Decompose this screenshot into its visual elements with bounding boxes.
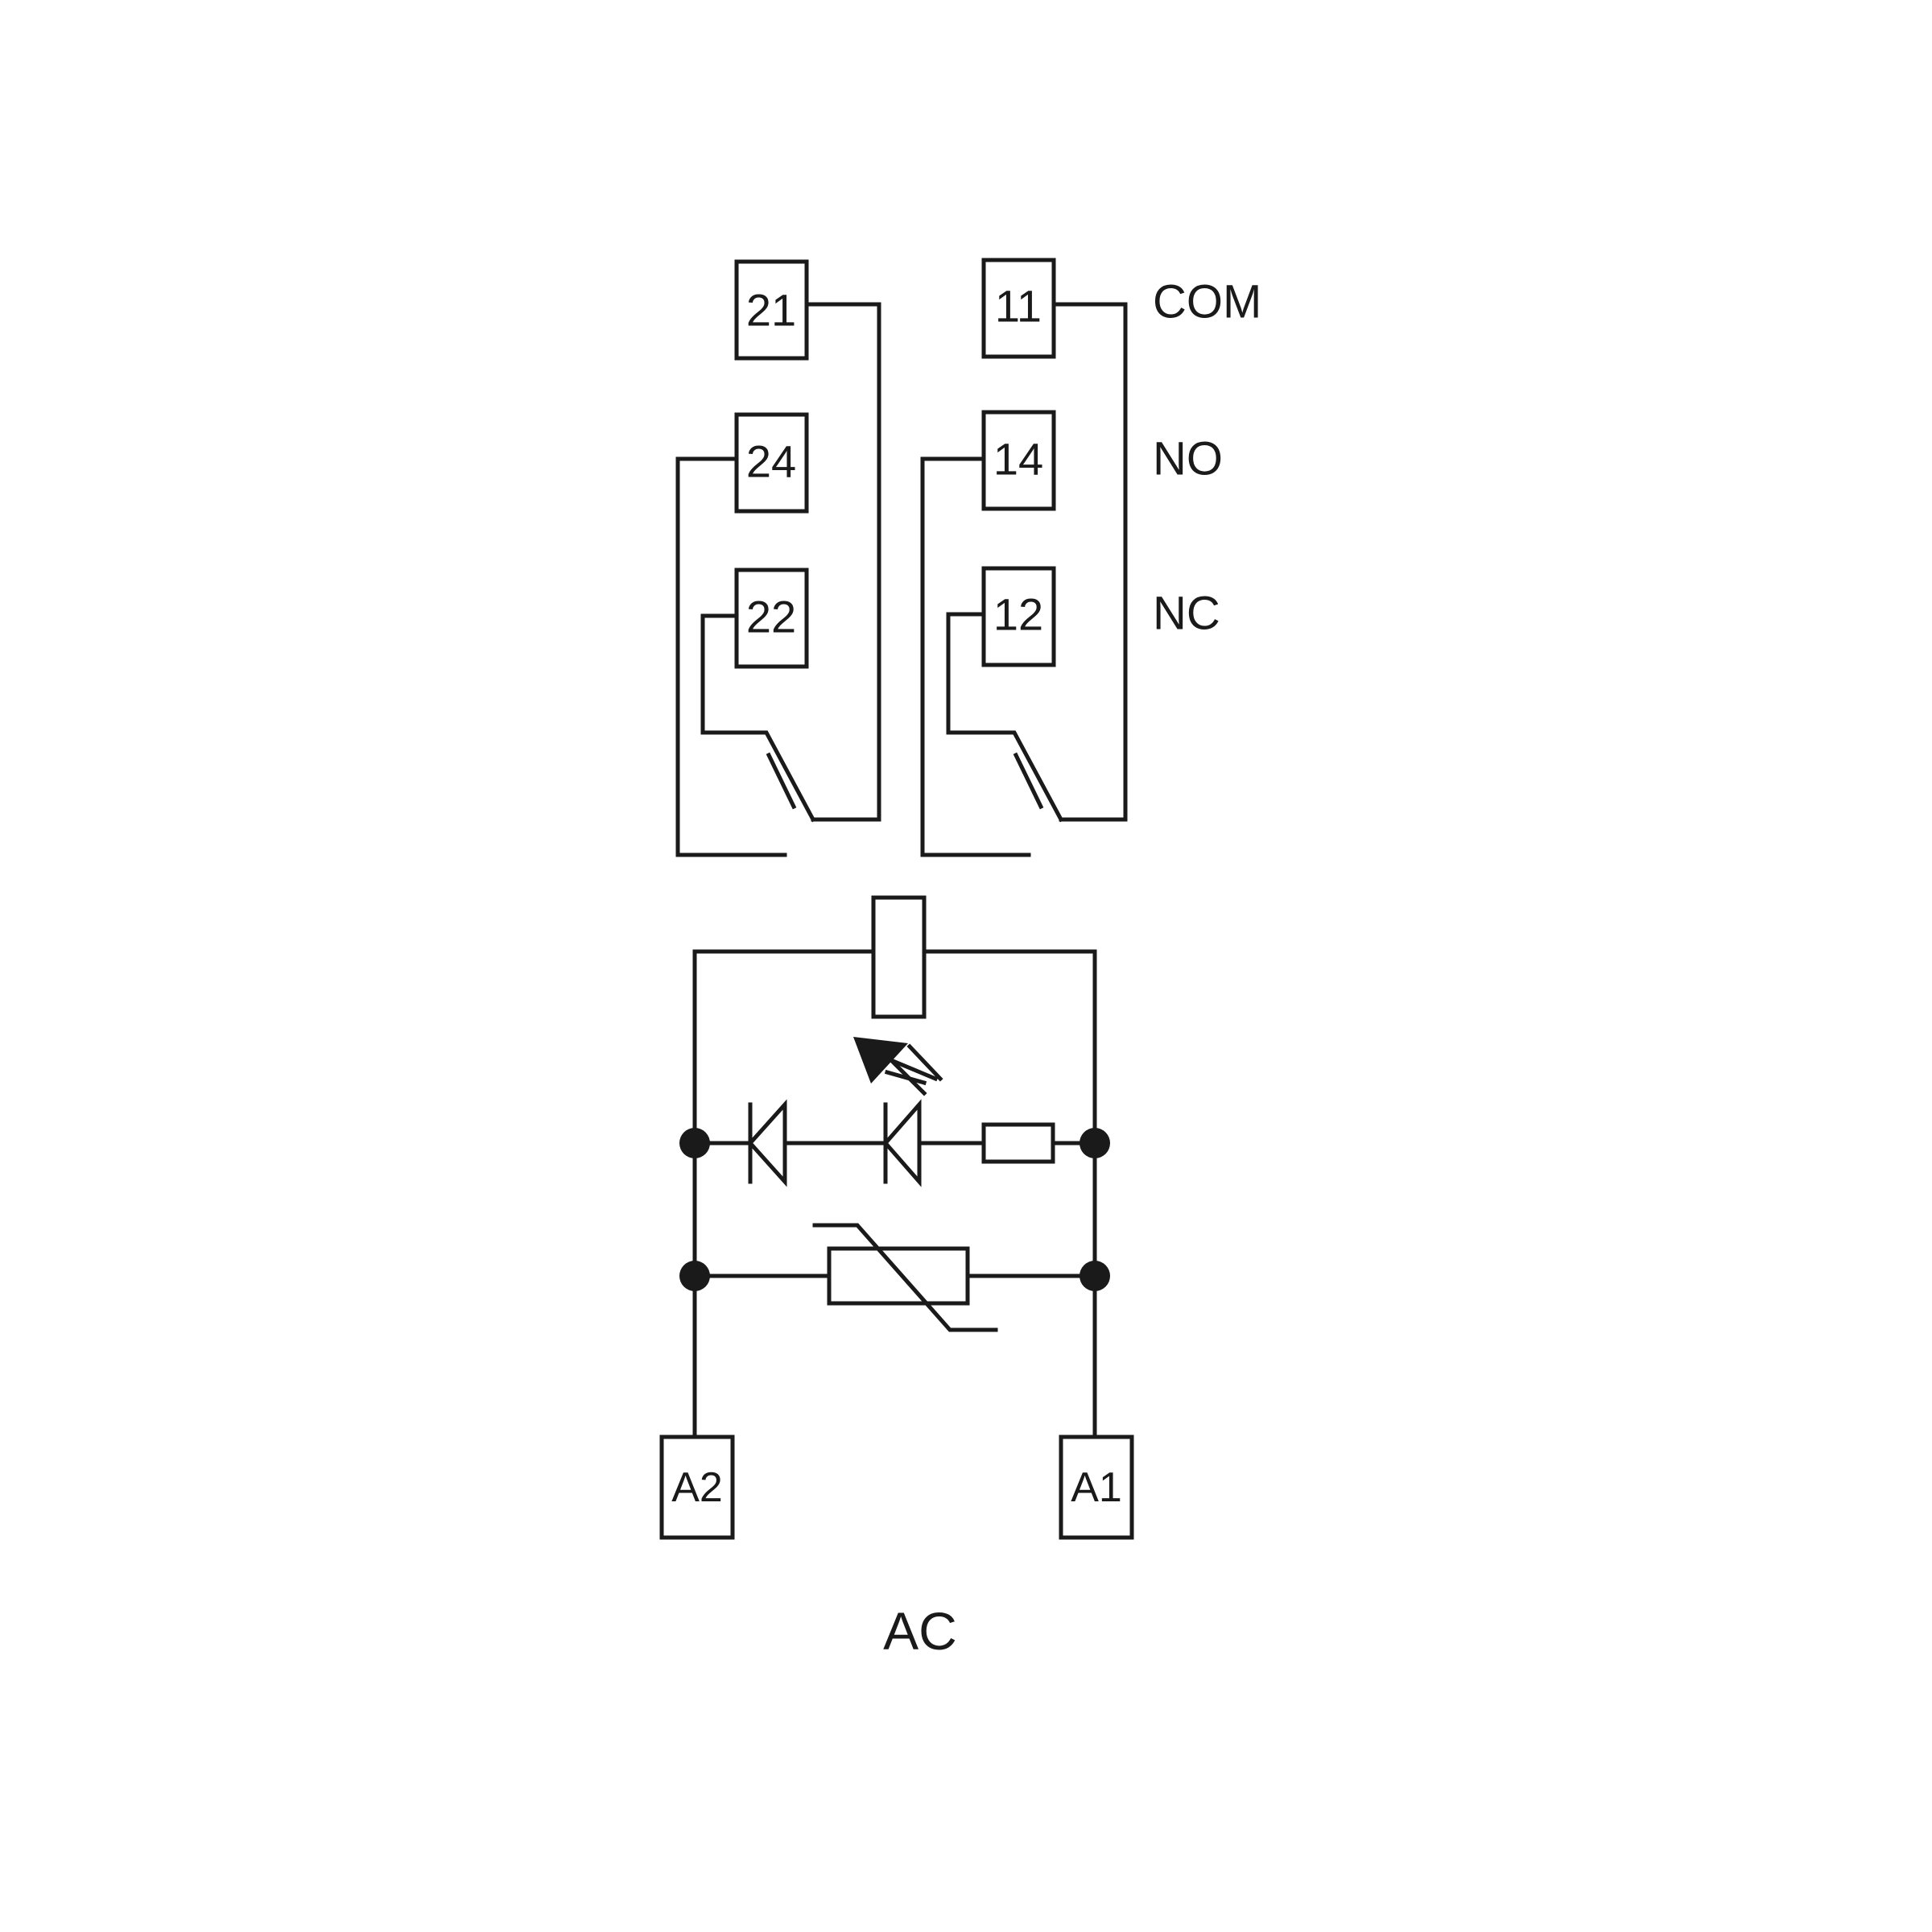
terminal-11 <box>981 258 1056 359</box>
terminal-22-label: 22 <box>746 592 796 642</box>
terminal-a1 <box>1059 1435 1134 1540</box>
contact-set-1: 11 14 12 <box>920 258 1128 857</box>
junction-dot <box>679 1261 710 1291</box>
wire-11-common <box>1052 302 1128 822</box>
label-com: COM <box>1153 276 1261 328</box>
varistor <box>827 1246 970 1306</box>
label-nc: NC <box>1153 588 1220 640</box>
terminal-a2-label: A2 <box>671 1464 723 1511</box>
led-diode-icon <box>882 1099 922 1187</box>
junction-dot <box>679 1128 710 1158</box>
series-resistor <box>981 1122 1055 1164</box>
wire-24-no <box>675 456 787 857</box>
terminal-24-label: 24 <box>746 436 796 487</box>
coil-rail-left <box>692 949 876 1439</box>
diode-icon <box>747 1099 787 1187</box>
diagram-caption: AC <box>883 1601 957 1661</box>
terminal-21 <box>734 259 809 361</box>
terminal-14-label: 14 <box>993 434 1043 485</box>
relay-coil <box>871 895 927 1019</box>
led-indicator-arrow-icon <box>853 1037 943 1096</box>
terminal-22 <box>734 568 809 669</box>
varistor-slash <box>812 1223 998 1332</box>
terminal-24 <box>734 412 809 514</box>
wire-14-no <box>920 456 1031 857</box>
label-no: NO <box>1153 433 1223 485</box>
wire-22-nc <box>700 613 816 823</box>
terminal-a2 <box>659 1435 735 1540</box>
contact-1-bar <box>1013 752 1044 810</box>
terminal-12-label: 12 <box>993 589 1043 640</box>
junction-dot <box>1080 1128 1110 1158</box>
terminal-11-label: 11 <box>995 281 1042 332</box>
contact-set-2: 21 24 22 <box>675 259 881 857</box>
terminal-12 <box>981 566 1056 667</box>
terminal-14 <box>981 410 1056 511</box>
junction-dot <box>1080 1261 1110 1291</box>
wire-21-common <box>804 302 881 822</box>
terminal-a1-label: A1 <box>1071 1464 1122 1511</box>
coil-rail-right <box>922 949 1097 1439</box>
terminal-21-label: 21 <box>746 285 796 336</box>
coil-circuit: A2 A1 <box>659 895 1134 1540</box>
contact-2-bar <box>766 752 797 810</box>
wire-12-nc <box>946 612 1064 823</box>
